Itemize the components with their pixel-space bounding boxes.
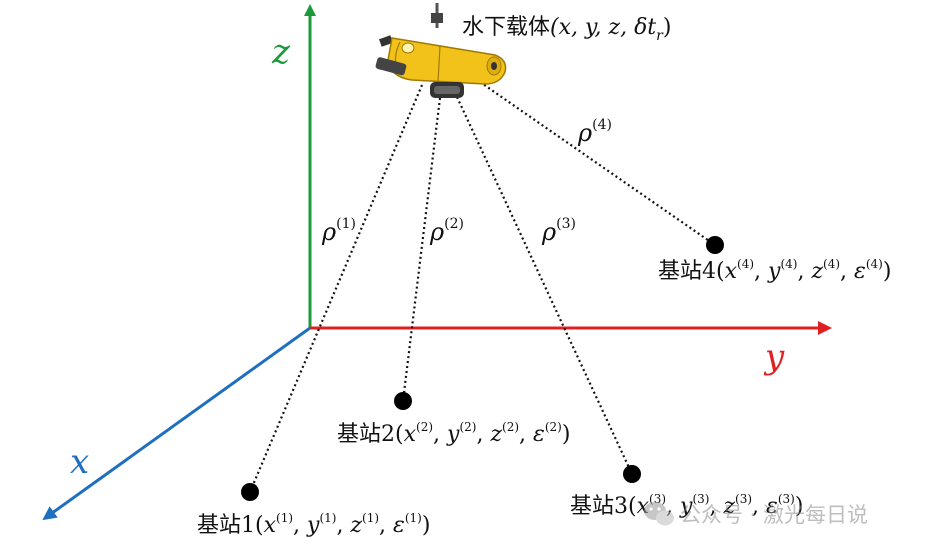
watermark: 公众号 · 激光每日说 [644,502,868,527]
range-label-4: ρ(4) [577,117,612,147]
station-4-dot [706,236,724,254]
range-line-1 [248,84,424,493]
station-label-1: 基站1(x(1), y(1), z(1), ε(1)) [197,511,430,538]
station-label-4: 基站4(x(4), y(4), z(4), ε(4)) [658,257,891,284]
range-line-2 [401,97,442,402]
y-axis-label: y [763,337,785,377]
range-label-1: ρ(1) [321,216,356,246]
x-axis [42,326,311,521]
watermark-text: 公众号 · 激光每日说 [680,503,868,527]
station-label-3: 基站3(x(3), y(3), z(3), ε(3)) [570,492,803,519]
underwater-vehicle-icon [375,3,507,98]
range-line-3 [456,96,633,475]
vehicle-coords-close: ) [663,15,672,40]
station-3-dot [623,465,641,483]
vehicle-label: 水下载体(x, y, z, δtr) [462,15,671,44]
wechat-icon [644,502,674,526]
station-1-dot [241,483,259,501]
x-axis-label: x [70,442,89,482]
range-label-3: ρ(3) [541,216,576,246]
station-2-dot [394,392,412,410]
vehicle-name: 水下载体 [462,15,550,40]
range-label-2: ρ(2) [429,216,464,246]
z-axis-label: z [271,32,291,72]
station-label-2: 基站2(x(2), y(2), z(2), ε(2)) [337,420,570,447]
vehicle-coords-sub: r [656,28,664,44]
vehicle-coords: (x, y, z, δt [550,15,656,40]
